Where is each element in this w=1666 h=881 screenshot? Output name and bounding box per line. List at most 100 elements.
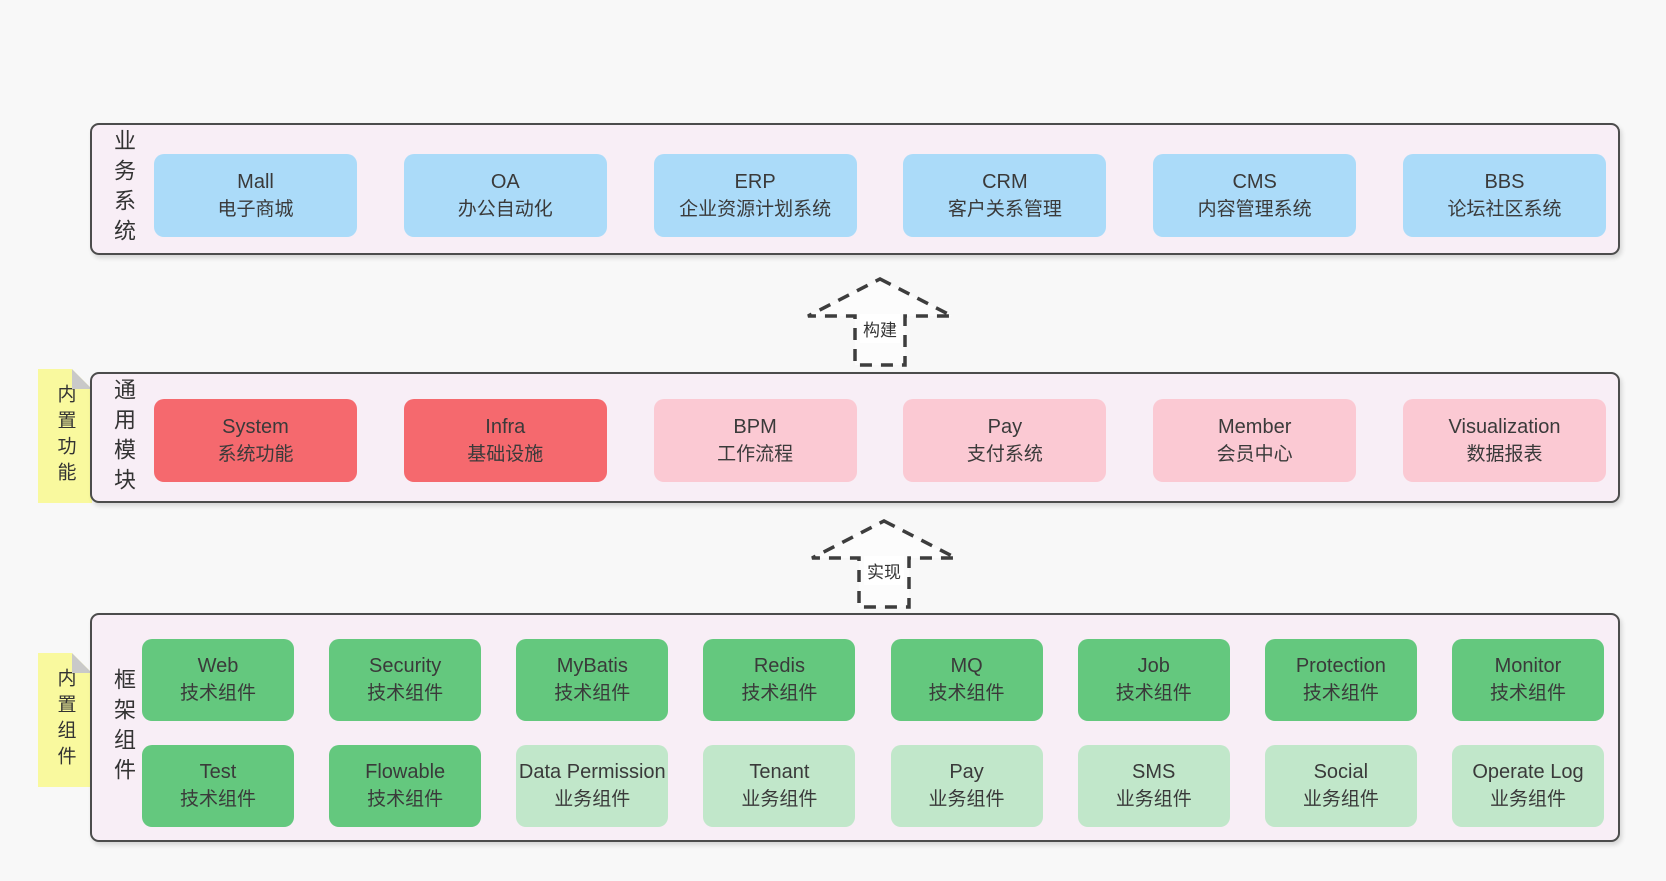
box-title: Pay: [949, 761, 984, 784]
section-business-systems: 业务系统 Mall 电子商城 OA 办公自动化 ERP 企业资源计划系统 CRM…: [90, 123, 1620, 255]
box-oa: OA 办公自动化: [403, 154, 607, 237]
box-subtitle: 业务组件: [1302, 789, 1379, 811]
box-monitor: Monitor 技术组件: [1451, 639, 1604, 721]
box-title: Web: [197, 655, 239, 678]
box-subtitle: 企业资源计划系统: [679, 198, 832, 220]
box-test: Test 技术组件: [142, 745, 294, 827]
business-box-row: Mall 电子商城 OA 办公自动化 ERP 企业资源计划系统 CRM 客户关系…: [92, 154, 1618, 237]
box-subtitle: 电子商城: [217, 198, 294, 220]
box-title: MyBatis: [556, 655, 628, 678]
box-crm: CRM 客户关系管理: [903, 154, 1107, 237]
box-title: BPM: [733, 415, 777, 438]
box-subtitle: 系统功能: [217, 443, 294, 465]
box-redis: Redis 技术组件: [703, 639, 856, 721]
box-system: System 系统功能: [154, 399, 357, 482]
box-title: CRM: [982, 170, 1028, 193]
sticky-note-builtin-components: 内置组件: [38, 653, 92, 787]
box-subtitle: 技术组件: [1302, 683, 1379, 705]
box-title: Social: [1313, 761, 1369, 784]
modules-box-row: System 系统功能 Infra 基础设施 BPM 工作流程 Pay 支付系统…: [92, 399, 1618, 482]
box-title: Protection: [1295, 655, 1386, 678]
box-title: MQ: [950, 655, 983, 678]
box-subtitle: 业务组件: [1115, 789, 1192, 811]
arrow-implement-label: 实现: [864, 556, 904, 585]
box-subtitle: 客户关系管理: [947, 198, 1062, 220]
box-subtitle: 数据报表: [1466, 443, 1543, 465]
box-member: Member 会员中心: [1153, 399, 1357, 482]
box-web: Web 技术组件: [142, 639, 294, 721]
box-mybatis: MyBatis 技术组件: [516, 639, 669, 721]
section-framework-components: 框架组件 Web 技术组件 Security 技术组件 MyBatis 技术组件…: [90, 613, 1620, 842]
box-title: Member: [1218, 415, 1292, 438]
box-subtitle: 技术组件: [1115, 683, 1192, 705]
box-title: Redis: [753, 655, 805, 678]
box-subtitle: 技术组件: [367, 683, 444, 705]
section-label-business: 业务系统: [111, 129, 136, 249]
sticky-note-label: 内置功能: [54, 384, 76, 488]
box-title: SMS: [1132, 761, 1176, 784]
box-subtitle: 技术组件: [741, 683, 818, 705]
framework-box-row-1: Web 技术组件 Security 技术组件 MyBatis 技术组件 Redi…: [92, 639, 1618, 721]
section-common-modules: 通用模块 System 系统功能 Infra 基础设施 BPM 工作流程 Pay…: [90, 372, 1620, 503]
box-mall: Mall 电子商城: [154, 154, 357, 237]
box-sms: SMS 业务组件: [1077, 745, 1230, 827]
box-title: Job: [1137, 655, 1170, 678]
arrow-build-label: 构建: [860, 314, 900, 343]
box-title: System: [222, 415, 289, 438]
box-title: Test: [199, 761, 237, 784]
box-subtitle: 内容管理系统: [1197, 198, 1312, 220]
box-subtitle: 技术组件: [1489, 683, 1566, 705]
box-subtitle: 技术组件: [928, 683, 1005, 705]
box-social: Social 业务组件: [1264, 745, 1417, 827]
box-subtitle: 论坛社区系统: [1447, 198, 1562, 220]
sticky-note-builtin-features: 内置功能: [38, 369, 92, 503]
box-title: BBS: [1484, 170, 1525, 193]
box-subtitle: 业务组件: [928, 789, 1005, 811]
box-infra: Infra 基础设施: [403, 399, 607, 482]
box-title: Pay: [987, 415, 1023, 438]
box-subtitle: 技术组件: [179, 683, 256, 705]
framework-box-row-2: Test 技术组件 Flowable 技术组件 Data Permission …: [92, 745, 1618, 827]
box-bbs: BBS 论坛社区系统: [1402, 154, 1606, 237]
box-title: Operate Log: [1472, 761, 1584, 784]
section-label-framework: 框架组件: [111, 667, 136, 788]
box-subtitle: 业务组件: [554, 789, 631, 811]
arrow-implement: 实现: [809, 518, 959, 610]
arrow-build: 构建: [805, 276, 955, 368]
box-cms: CMS 内容管理系统: [1153, 154, 1357, 237]
box-subtitle: 技术组件: [554, 683, 631, 705]
box-security: Security 技术组件: [329, 639, 482, 721]
box-title: ERP: [734, 170, 776, 193]
box-flowable: Flowable 技术组件: [329, 745, 482, 827]
box-visualization: Visualization 数据报表: [1402, 399, 1606, 482]
box-title: Mall: [237, 170, 274, 193]
box-subtitle: 工作流程: [717, 443, 794, 465]
box-title: Flowable: [365, 761, 446, 784]
box-subtitle: 会员中心: [1216, 443, 1293, 465]
folded-corner: [72, 653, 92, 673]
sticky-note-label: 内置组件: [54, 668, 76, 772]
box-subtitle: 基础设施: [467, 443, 544, 465]
box-subtitle: 业务组件: [741, 789, 818, 811]
box-subtitle: 技术组件: [367, 789, 444, 811]
box-pay-system: Pay 支付系统: [903, 399, 1107, 482]
box-subtitle: 业务组件: [1489, 789, 1566, 811]
box-subtitle: 支付系统: [966, 443, 1043, 465]
box-erp: ERP 企业资源计划系统: [653, 154, 857, 237]
box-data-permission: Data Permission 业务组件: [516, 745, 669, 827]
box-bpm: BPM 工作流程: [653, 399, 857, 482]
box-title: Infra: [485, 415, 526, 438]
box-operate-log: Operate Log 业务组件: [1451, 745, 1604, 827]
box-title: Security: [369, 655, 442, 678]
box-title: Tenant: [749, 761, 810, 784]
box-title: OA: [490, 170, 520, 193]
box-subtitle: 技术组件: [179, 789, 256, 811]
section-label-modules: 通用模块: [111, 377, 136, 498]
box-title: Visualization: [1448, 415, 1561, 438]
box-title: CMS: [1232, 170, 1277, 193]
box-pay-component: Pay 业务组件: [890, 745, 1043, 827]
box-protection: Protection 技术组件: [1264, 639, 1417, 721]
box-tenant: Tenant 业务组件: [703, 745, 856, 827]
box-mq: MQ 技术组件: [890, 639, 1043, 721]
box-subtitle: 办公自动化: [457, 198, 553, 220]
